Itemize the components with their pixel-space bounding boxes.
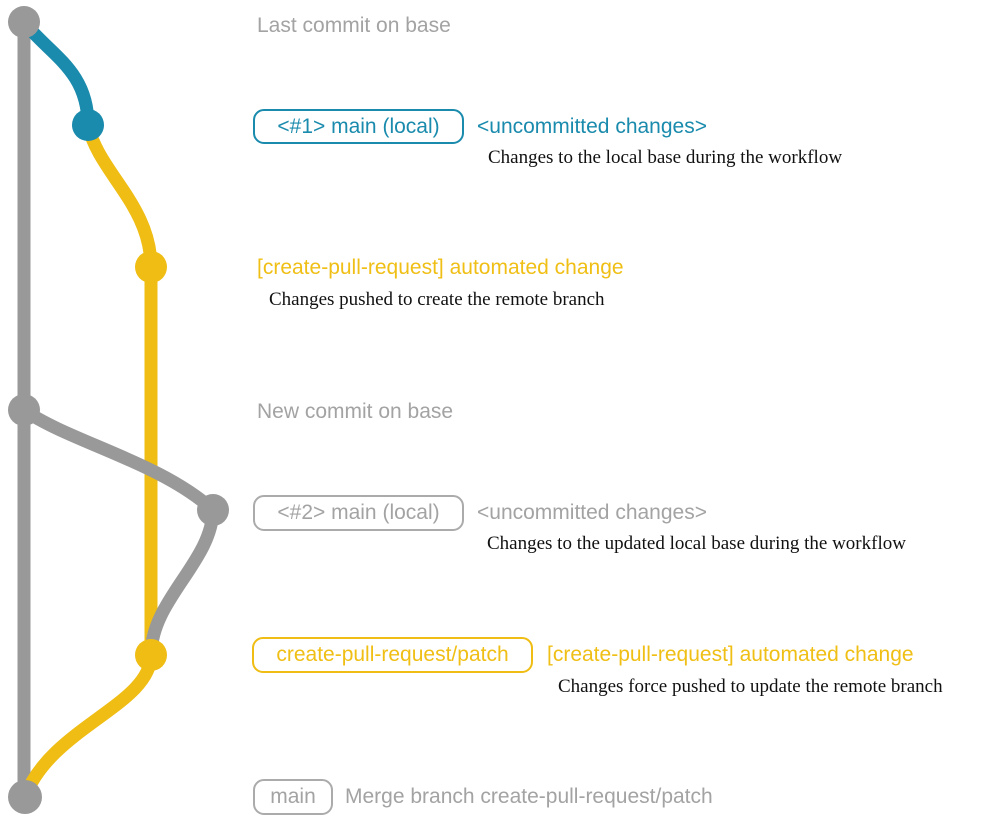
commit-dot-uncommitted-1 [72, 109, 104, 141]
commit-dot-last-commit [8, 6, 40, 38]
commit-dot-uncommitted-2 [197, 494, 229, 526]
commit-dot-new-commit [8, 394, 40, 426]
patch-branch-line [81, 123, 158, 655]
branch-tag-main-local-2: <#2> main (local) [253, 495, 464, 531]
local-main-change-curve [18, 17, 95, 126]
branch-tag-main-final-text: main [270, 785, 316, 808]
branch-tag-patch: create-pull-request/patch [252, 637, 533, 673]
uncommitted-changes-2-label: <uncommitted changes> [477, 501, 707, 524]
git-graph [8, 6, 229, 814]
branch-tag-main-local-2-text: <#2> main (local) [277, 501, 440, 524]
commit-dot-automated-1 [135, 251, 167, 283]
branch-tag-patch-text: create-pull-request/patch [276, 643, 509, 666]
automated-change-2-detail: Changes force pushed to update the remot… [558, 676, 943, 697]
uncommitted-changes-2-detail: Changes to the updated local base during… [487, 533, 906, 554]
commit-dot-merge [8, 780, 42, 814]
branch-tag-main-final: main [253, 779, 333, 815]
branch-tag-main-local-1-text: <#1> main (local) [277, 114, 440, 138]
uncommitted-changes-1-label: <uncommitted changes> [477, 115, 707, 138]
uncommitted-changes-1-detail: Changes to the local base during the wor… [488, 147, 843, 168]
commit-dot-automated-2 [135, 639, 167, 671]
automated-change-1-detail: Changes pushed to create the remote bran… [269, 289, 605, 310]
last-commit-label: Last commit on base [257, 14, 451, 37]
rebase-onto-patch-curve [144, 509, 220, 656]
branch-tag-main-local-1: <#1> main (local) [253, 109, 464, 144]
automated-change-2-label: [create-pull-request] automated change [547, 643, 914, 666]
base-update-curve [20, 404, 218, 515]
new-commit-label: New commit on base [257, 400, 454, 423]
automated-change-1-label: [create-pull-request] automated change [257, 256, 624, 279]
merge-into-base-curve [18, 654, 158, 800]
merge-commit-label: Merge branch create-pull-request/patch [345, 785, 713, 808]
